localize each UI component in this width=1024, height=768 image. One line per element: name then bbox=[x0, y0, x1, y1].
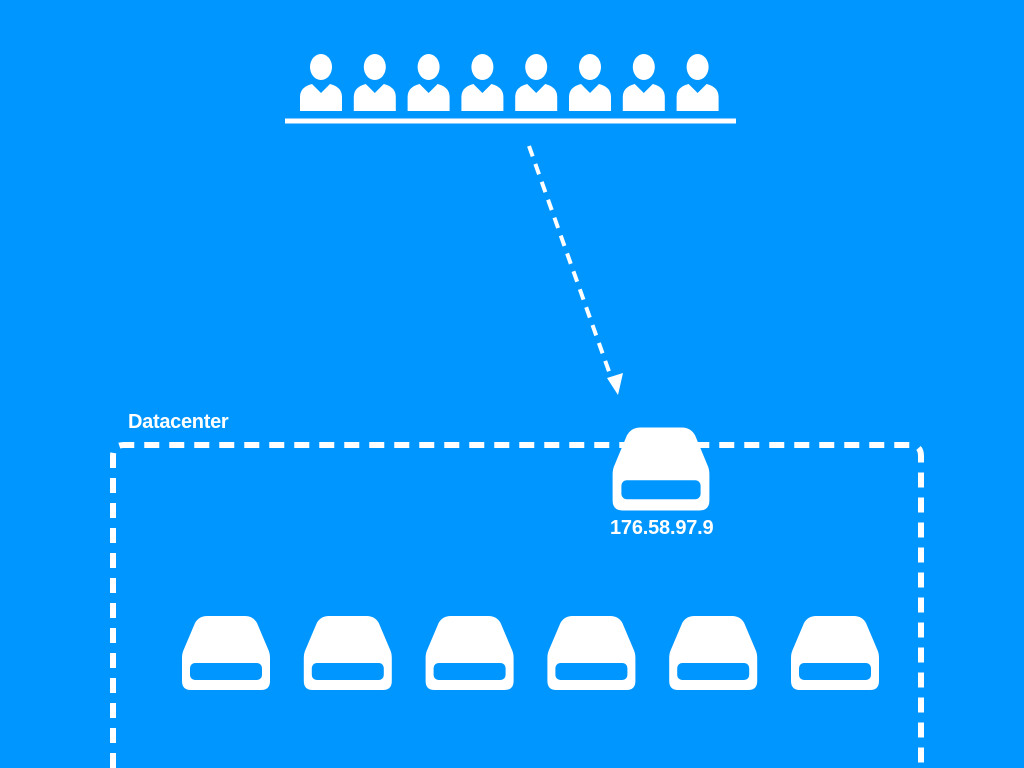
server[interactable] bbox=[669, 616, 758, 690]
datacenter-label: Datacenter bbox=[128, 411, 229, 433]
user-icon bbox=[461, 54, 504, 111]
user-icon bbox=[300, 54, 342, 111]
user-icon bbox=[353, 54, 396, 111]
server-icon bbox=[547, 616, 636, 690]
server[interactable] bbox=[303, 616, 392, 690]
server[interactable] bbox=[425, 616, 514, 690]
servers-row bbox=[182, 616, 879, 690]
server[interactable] bbox=[547, 616, 636, 690]
server-icon bbox=[182, 616, 270, 690]
server-icon bbox=[669, 616, 758, 690]
user-icon bbox=[515, 54, 558, 111]
server-icon bbox=[303, 616, 392, 690]
server[interactable] bbox=[791, 616, 879, 690]
user-icon bbox=[407, 54, 450, 111]
user-icon bbox=[569, 54, 611, 111]
server-icon bbox=[791, 616, 879, 690]
server[interactable] bbox=[182, 616, 270, 690]
primary-server-ip: 176.58.97.9 bbox=[610, 517, 714, 539]
server-icon bbox=[425, 616, 514, 690]
users-group bbox=[285, 54, 736, 124]
connection-arrow-line bbox=[527, 145, 614, 381]
user-icon bbox=[622, 54, 665, 111]
connection-arrowhead bbox=[607, 373, 623, 395]
datacenter-boundary bbox=[110, 442, 924, 768]
connection-arrow bbox=[527, 145, 623, 395]
primary-server-number: #2 bbox=[651, 433, 671, 453]
user-icon bbox=[676, 54, 719, 111]
